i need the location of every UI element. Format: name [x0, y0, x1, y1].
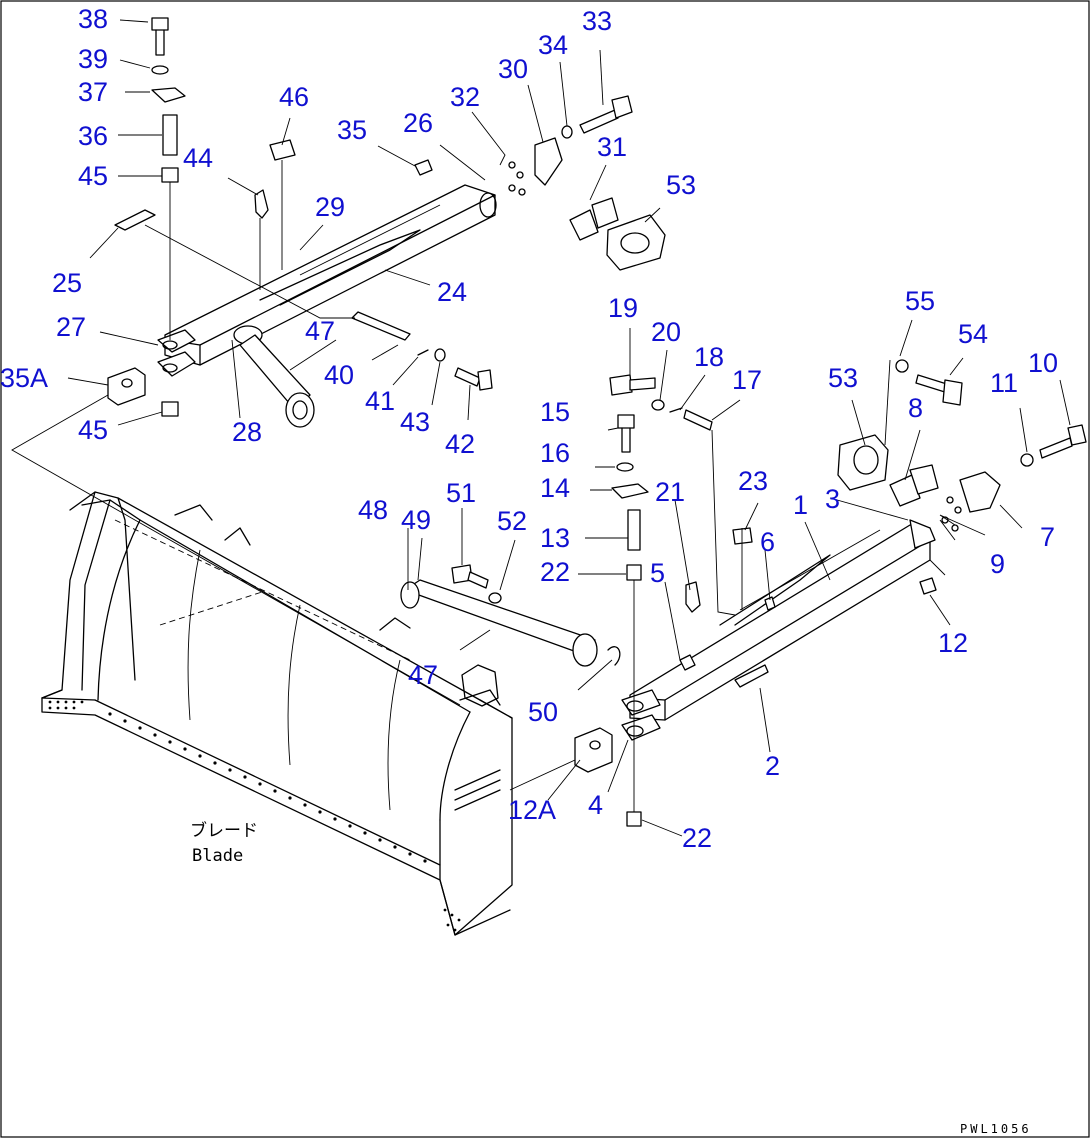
callout-40: 40 — [324, 360, 354, 390]
callout-28: 28 — [232, 417, 262, 447]
callout-8: 8 — [908, 393, 923, 423]
callout-32: 32 — [450, 82, 480, 112]
callout-49: 49 — [401, 505, 431, 535]
callout-42: 42 — [445, 429, 475, 459]
callout-2: 2 — [765, 751, 780, 781]
blade-drawing — [41, 491, 513, 936]
callout-36: 36 — [78, 121, 108, 151]
callout-41: 41 — [365, 386, 395, 416]
callout-12a: 12A — [508, 795, 556, 825]
callout-44: 44 — [183, 143, 213, 173]
callout-16: 16 — [540, 438, 570, 468]
callout-10: 10 — [1028, 348, 1058, 378]
callout-numbers: 38 39 37 36 45 44 46 35 26 32 30 34 33 3… — [0, 4, 1058, 853]
callout-14: 14 — [540, 473, 570, 503]
callout-12: 12 — [938, 628, 968, 658]
callout-50: 50 — [528, 697, 558, 727]
callout-45: 45 — [78, 161, 108, 191]
callout-7: 7 — [1040, 522, 1055, 552]
callout-38: 38 — [78, 4, 108, 34]
small-parts-right — [574, 359, 1087, 827]
callout-52: 52 — [497, 506, 527, 536]
callout-27: 27 — [56, 312, 86, 342]
callout-54: 54 — [958, 319, 988, 349]
callout-22b: 22 — [682, 823, 712, 853]
callout-43: 43 — [400, 407, 430, 437]
callout-1: 1 — [793, 490, 808, 520]
callout-11: 11 — [990, 368, 1018, 398]
callout-18: 18 — [694, 342, 724, 372]
blade-label-english: Blade — [192, 846, 243, 866]
callout-24: 24 — [437, 277, 467, 307]
left-frame-arm — [157, 184, 497, 428]
callout-6: 6 — [760, 527, 775, 557]
callout-25: 25 — [52, 268, 82, 298]
callout-53: 53 — [666, 170, 696, 200]
drawing-code: PWL1056 — [960, 1122, 1032, 1136]
callout-31: 31 — [597, 132, 627, 162]
lower-brace — [400, 564, 621, 667]
callout-29: 29 — [315, 192, 345, 222]
blade-label-japanese: ブレード — [190, 820, 258, 841]
callout-35a: 35A — [0, 363, 48, 393]
callout-51: 51 — [446, 478, 476, 508]
callout-13: 13 — [540, 523, 570, 553]
callout-55: 55 — [905, 286, 935, 316]
callout-3: 3 — [825, 484, 840, 514]
callout-21: 21 — [655, 477, 685, 507]
callout-9: 9 — [990, 549, 1005, 579]
callout-20: 20 — [651, 317, 681, 347]
callout-37: 37 — [78, 77, 108, 107]
callout-30: 30 — [498, 54, 528, 84]
callout-23: 23 — [738, 466, 768, 496]
leader-lines — [11, 19, 1071, 837]
callout-15: 15 — [540, 397, 570, 427]
right-frame-arm — [621, 519, 936, 741]
callout-4: 4 — [588, 790, 603, 820]
callout-48: 48 — [358, 495, 388, 525]
callout-45b: 45 — [78, 415, 108, 445]
callout-46: 46 — [279, 82, 309, 112]
callout-22: 22 — [540, 557, 570, 587]
callout-5: 5 — [650, 558, 665, 588]
callout-53b: 53 — [828, 363, 858, 393]
callout-47: 47 — [305, 316, 335, 346]
callout-47b: 47 — [408, 660, 438, 690]
callout-19: 19 — [608, 293, 638, 323]
small-parts-left — [107, 17, 666, 417]
callout-39: 39 — [78, 44, 108, 74]
cutting-edge-holes — [48, 700, 461, 932]
callout-26: 26 — [403, 108, 433, 138]
callout-33: 33 — [582, 6, 612, 36]
callout-34: 34 — [538, 30, 568, 60]
callout-35: 35 — [337, 115, 367, 145]
callout-17: 17 — [732, 365, 762, 395]
